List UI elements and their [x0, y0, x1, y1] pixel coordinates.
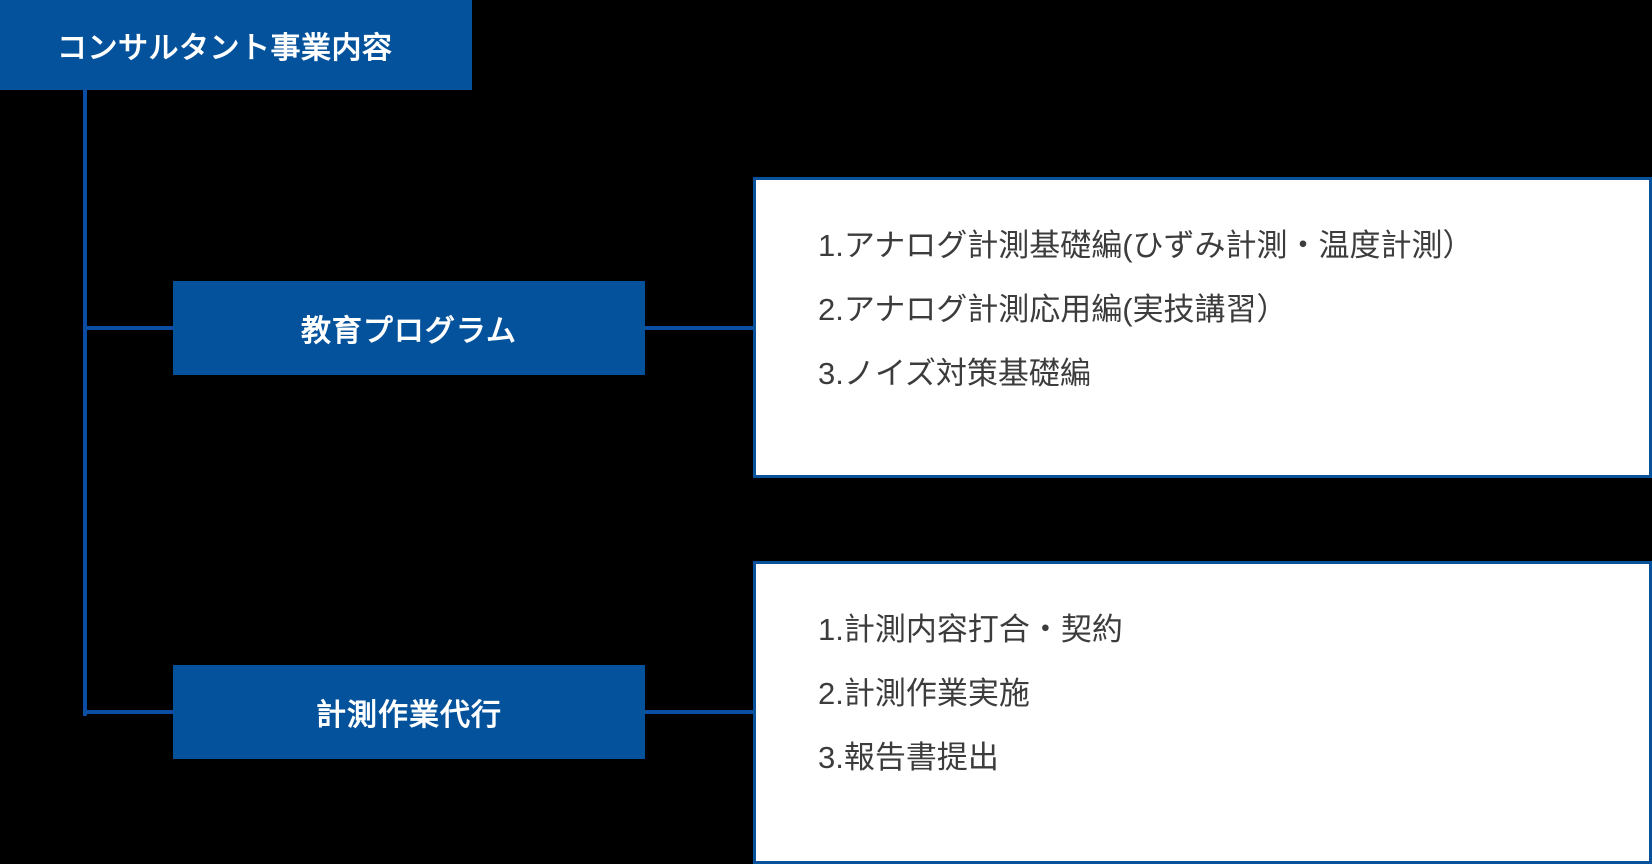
- branch-node-education-program[interactable]: 教育プログラム: [173, 281, 645, 375]
- branch-node-measurement-service[interactable]: 計測作業代行: [173, 665, 645, 759]
- detail-list-item: 2.計測作業実施: [818, 676, 1030, 711]
- connector-trunk-to-branch-1: [83, 326, 175, 330]
- detail-list-item: 2.アナログ計測応用編(実技講習）: [818, 292, 1288, 327]
- branch-node-label: 計測作業代行: [316, 699, 502, 732]
- connector-trunk-to-branch-2: [83, 710, 175, 714]
- detail-panel-education-program: 1.アナログ計測基礎編(ひずみ計測・温度計測） 2.アナログ計測応用編(実技講習…: [753, 177, 1652, 478]
- detail-list-item: 1.計測内容打合・契約: [818, 612, 1123, 647]
- connector-trunk-vertical: [83, 90, 87, 716]
- detail-list-item: 3.ノイズ対策基礎編: [818, 356, 1091, 391]
- root-node-box[interactable]: コンサルタント事業内容: [0, 0, 472, 90]
- connector-branch-2-to-panel-2: [645, 710, 755, 714]
- detail-list-item: 3.報告書提出: [818, 740, 999, 775]
- branch-node-label: 教育プログラム: [300, 315, 518, 348]
- detail-list-item: 1.アナログ計測基礎編(ひずみ計測・温度計測）: [818, 228, 1474, 263]
- detail-panel-measurement-service: 1.計測内容打合・契約 2.計測作業実施 3.報告書提出: [753, 561, 1652, 864]
- root-node-label: コンサルタント事業内容: [57, 32, 393, 65]
- connector-branch-1-to-panel-1: [645, 326, 755, 330]
